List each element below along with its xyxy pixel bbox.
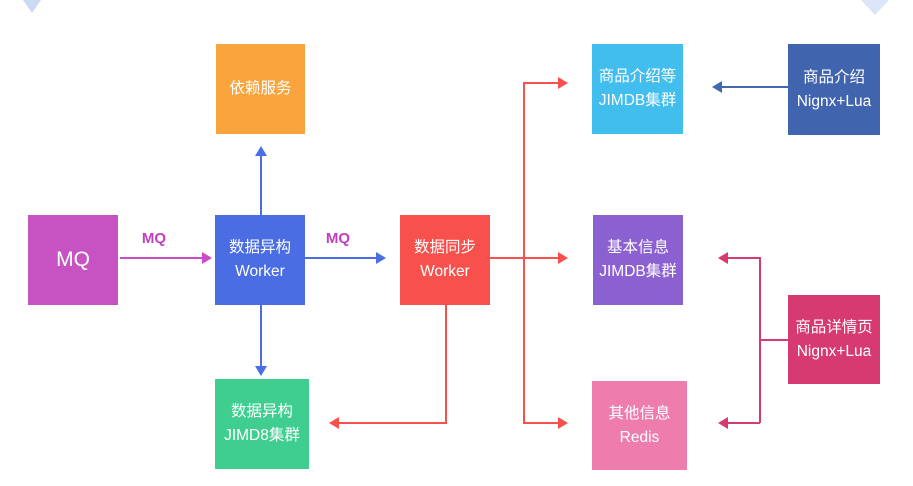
node-detail-nginx-line1: 商品详情页 bbox=[795, 318, 873, 336]
edge-hetero-to-jimd8-arrowhead bbox=[255, 366, 267, 376]
edge-hetero-to-dependency-line bbox=[260, 155, 262, 215]
node-intro-nginx-line1: 商品介绍 bbox=[802, 68, 865, 86]
node-intro-jimdb-line2: JIMDB集群 bbox=[598, 92, 677, 109]
edge-mq-to-hetero-arrowhead bbox=[202, 252, 212, 264]
edge-hetero-to-jimd8-line bbox=[260, 305, 262, 367]
node-hetero-worker-line2: Worker bbox=[235, 263, 285, 280]
edge-sync-to-jimd8-vline bbox=[445, 305, 447, 424]
edge-intronginx-to-introjimdb-line bbox=[722, 86, 788, 88]
node-basic-jimdb-line1: 基本信息 bbox=[606, 239, 669, 256]
node-other-redis: 其他信息 Redis bbox=[592, 381, 687, 470]
node-intro-jimdb-cluster: 商品介绍等 JIMDB集群 bbox=[592, 44, 683, 134]
edge-sync-to-redis-line bbox=[524, 422, 559, 424]
edge-sync-to-jimd8-hline bbox=[339, 422, 447, 424]
edge-detailnginx-to-basic-arrowhead bbox=[718, 252, 728, 264]
edge-sync-to-jimd8-arrowhead bbox=[329, 417, 339, 429]
edge-hetero-to-dependency-arrowhead bbox=[255, 146, 267, 156]
edge-detailnginx-to-basic-line bbox=[728, 257, 760, 259]
node-dependency-label: 依赖服务 bbox=[229, 80, 292, 97]
node-sync-worker-line2: Worker bbox=[420, 263, 470, 280]
edge-hetero-to-sync-line bbox=[305, 257, 377, 259]
node-mq-label: MQ bbox=[56, 248, 90, 271]
node-detail-nginx-line2: Nignx+Lua bbox=[796, 342, 872, 360]
edge-label-mq-2: MQ bbox=[325, 230, 351, 247]
node-hetero-worker-line1: 数据异构 bbox=[228, 239, 291, 256]
edge-hetero-to-sync-arrowhead bbox=[376, 252, 386, 264]
corner-triangle-icon bbox=[23, 0, 41, 13]
edge-mq-to-hetero-line bbox=[120, 257, 203, 259]
node-basic-jimdb-line2: JIMDB集群 bbox=[599, 263, 677, 280]
edge-detailnginx-to-redis-arrowhead bbox=[718, 417, 728, 429]
node-sync-worker-line1: 数据同步 bbox=[413, 239, 476, 256]
node-other-redis-line2: Redis bbox=[619, 428, 660, 446]
edge-detailnginx-stub bbox=[760, 339, 788, 341]
node-intro-jimdb-line1: 商品介绍等 bbox=[598, 68, 677, 85]
node-dependency-service: 依赖服务 bbox=[216, 44, 305, 134]
node-hetero-jimd8-line2: JIMD8集群 bbox=[224, 427, 300, 444]
node-intro-nginx-lua: 商品介绍 Nignx+Lua bbox=[788, 44, 880, 135]
edge-intronginx-to-introjimdb-arrowhead bbox=[712, 81, 722, 93]
node-detail-nginx-lua: 商品详情页 Nignx+Lua bbox=[788, 295, 880, 384]
edge-detailnginx-trunk bbox=[759, 257, 761, 423]
edge-sync-branch-trunk bbox=[523, 82, 525, 424]
edge-sync-to-intro-line bbox=[524, 82, 559, 84]
node-hetero-jimd8-cluster: 数据异构 JIMD8集群 bbox=[215, 379, 309, 469]
node-basic-jimdb-cluster: 基本信息 JIMDB集群 bbox=[593, 215, 683, 305]
corner-triangle-icon bbox=[861, 0, 889, 15]
node-other-redis-line1: 其他信息 bbox=[608, 404, 671, 422]
node-sync-worker: 数据同步 Worker bbox=[400, 215, 490, 305]
node-intro-nginx-line2: Nignx+Lua bbox=[796, 92, 872, 110]
edge-sync-to-redis-arrowhead bbox=[558, 417, 568, 429]
node-mq: MQ bbox=[28, 215, 118, 305]
node-hetero-worker: 数据异构 Worker bbox=[215, 215, 305, 305]
edge-sync-to-intro-arrowhead bbox=[558, 77, 568, 89]
node-hetero-jimd8-line1: 数据异构 bbox=[230, 403, 293, 420]
edge-detailnginx-to-redis-line bbox=[728, 422, 760, 424]
edge-sync-to-basic-arrowhead bbox=[558, 252, 568, 264]
edge-label-mq-1: MQ bbox=[141, 230, 167, 247]
